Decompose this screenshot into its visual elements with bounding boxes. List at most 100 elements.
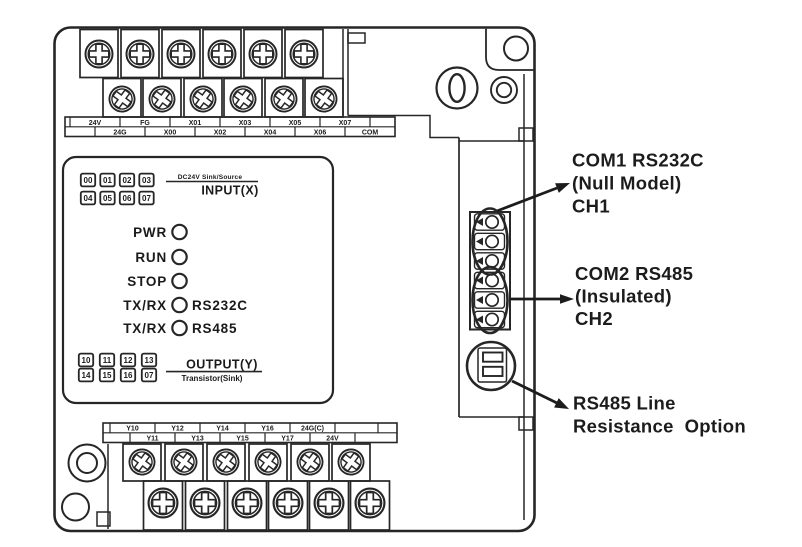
mounting-hole <box>61 492 90 522</box>
terminal-label: X02 <box>214 130 227 137</box>
hole-inner <box>495 81 513 99</box>
com2-label-line2: (Insulated) <box>575 286 672 307</box>
terminal-label: Y10 <box>126 426 139 433</box>
screw-icon <box>189 487 221 519</box>
top-right-pocket <box>485 28 534 71</box>
output-led-number: 12 <box>124 356 133 365</box>
com1-group-ellipse <box>471 207 509 276</box>
strip-dividers <box>69 117 371 137</box>
input-led-grid: 00 01 02 03 04 05 06 07 <box>79 172 155 206</box>
terminal-label: Y17 <box>281 435 294 442</box>
mounting-hole-outer <box>67 443 107 483</box>
screw-icon <box>84 39 114 69</box>
callout-com1: COM1 RS232C (Null Model) CH1 <box>572 150 704 217</box>
right-section-frame <box>342 29 534 431</box>
plc-device: 24V FG X01 X03 X05 X07 24G X00 X02 X04 X… <box>53 26 536 533</box>
front-panel: 00 01 02 03 04 05 06 07 DC24V Sink/Sourc… <box>61 155 335 405</box>
screw-icon <box>248 39 278 69</box>
screw-icon <box>289 39 319 69</box>
arrowhead <box>554 398 569 409</box>
pwr-led <box>171 223 188 241</box>
input-led-number: 07 <box>142 194 151 203</box>
terminal-label: X04 <box>264 130 277 137</box>
terminal-label: X05 <box>289 120 302 127</box>
com1-label-line1: COM1 RS232C <box>572 150 704 171</box>
com1-label-line3: CH1 <box>572 196 610 217</box>
screw-icon <box>272 487 304 519</box>
status-led-label: STOP <box>127 274 167 289</box>
input-led-number: 05 <box>103 194 112 203</box>
input-title-label: INPUT(X) <box>201 184 258 198</box>
arrowhead <box>555 183 570 193</box>
input-led-number: 03 <box>142 176 151 185</box>
terminal-label: X00 <box>164 130 177 137</box>
stop-led <box>171 272 188 290</box>
screw-icon <box>166 39 196 69</box>
status-led-label: PWR <box>133 225 167 240</box>
terminal-label: Y16 <box>261 426 274 433</box>
screw-icon <box>231 487 263 519</box>
jumper-pin <box>482 365 504 377</box>
output-led-number: 07 <box>145 371 154 380</box>
screw-icon <box>125 39 155 69</box>
output-title-label: OUTPUT(Y) <box>186 358 258 372</box>
input-led-number: 02 <box>123 176 132 185</box>
status-led-label: TX/RX <box>123 321 167 336</box>
output-led-number: 15 <box>103 371 112 380</box>
hole-outer <box>490 76 518 104</box>
arrowhead <box>560 294 574 304</box>
status-led-suffix: RS232C <box>192 298 248 313</box>
screw-icon <box>313 487 345 519</box>
status-led-label: RUN <box>135 250 167 265</box>
terminal-label: X01 <box>189 120 202 127</box>
output-led-number: 16 <box>124 371 133 380</box>
output-led-number: 11 <box>103 356 112 365</box>
output-subtitle-label: Transistor(Sink) <box>182 374 243 383</box>
terminal-label: FG <box>140 120 150 127</box>
callout-com2: COM2 RS485 (Insulated) CH2 <box>575 263 693 329</box>
status-led-label: TX/RX <box>123 298 167 313</box>
input-led-number: 06 <box>123 194 132 203</box>
top-screw-row-1 <box>79 28 324 79</box>
bottom-terminal-strip: Y10 Y12 Y14 Y16 24G(C) Y11 Y13 Y15 Y17 2… <box>102 422 398 444</box>
top-terminal-strip: 24V FG X01 X03 X05 X07 24G X00 X02 X04 X… <box>64 116 396 138</box>
input-led-number: 00 <box>84 176 93 185</box>
jumper-pin <box>482 351 504 363</box>
terminal-label: 24V <box>89 120 102 127</box>
terminal-label: X03 <box>239 120 252 127</box>
mode-switch-ring <box>435 66 479 110</box>
screw-icon <box>147 487 179 519</box>
terminal-label: Y13 <box>191 435 204 442</box>
output-led-number: 13 <box>145 356 154 365</box>
terminal-label: COM <box>362 130 379 137</box>
screw-icon <box>207 39 237 69</box>
terminal-label: Y15 <box>236 435 249 442</box>
callout-arrows <box>496 183 574 409</box>
mounting-holes <box>61 28 534 522</box>
bottom-screw-row-1 <box>122 443 371 482</box>
terminal-label: 24G(C) <box>301 426 324 433</box>
output-led-grid: 10 11 12 13 14 15 16 07 <box>77 352 158 383</box>
com2-group-ellipse <box>471 265 509 335</box>
terminal-label: Y14 <box>216 426 229 433</box>
rs485-label-line1: RS485 Line <box>573 393 676 414</box>
output-led-number: 14 <box>82 371 91 380</box>
com1-label-line2: (Null Model) <box>572 173 681 194</box>
callouts: COM1 RS232C (Null Model) CH1 COM2 RS485 … <box>496 150 746 437</box>
bottom-screw-row-2 <box>142 480 391 531</box>
din-clip-right-bottom <box>518 416 534 431</box>
output-led-number: 10 <box>82 356 91 365</box>
com2-label-line1: COM2 RS485 <box>575 263 693 284</box>
terminal-label: 24V <box>326 435 339 442</box>
run-led <box>171 248 188 266</box>
status-led-suffix: RS485 <box>192 321 237 336</box>
rs485-resistance-jumper <box>465 340 517 392</box>
strip-dividers <box>109 423 379 443</box>
terminal-label: X07 <box>339 120 352 127</box>
terminal-label: Y11 <box>146 435 158 442</box>
input-led-number: 01 <box>103 176 112 185</box>
terminal-label: X06 <box>314 130 327 137</box>
txrx-rs485-led <box>171 319 188 337</box>
input-led-number: 04 <box>84 194 93 203</box>
